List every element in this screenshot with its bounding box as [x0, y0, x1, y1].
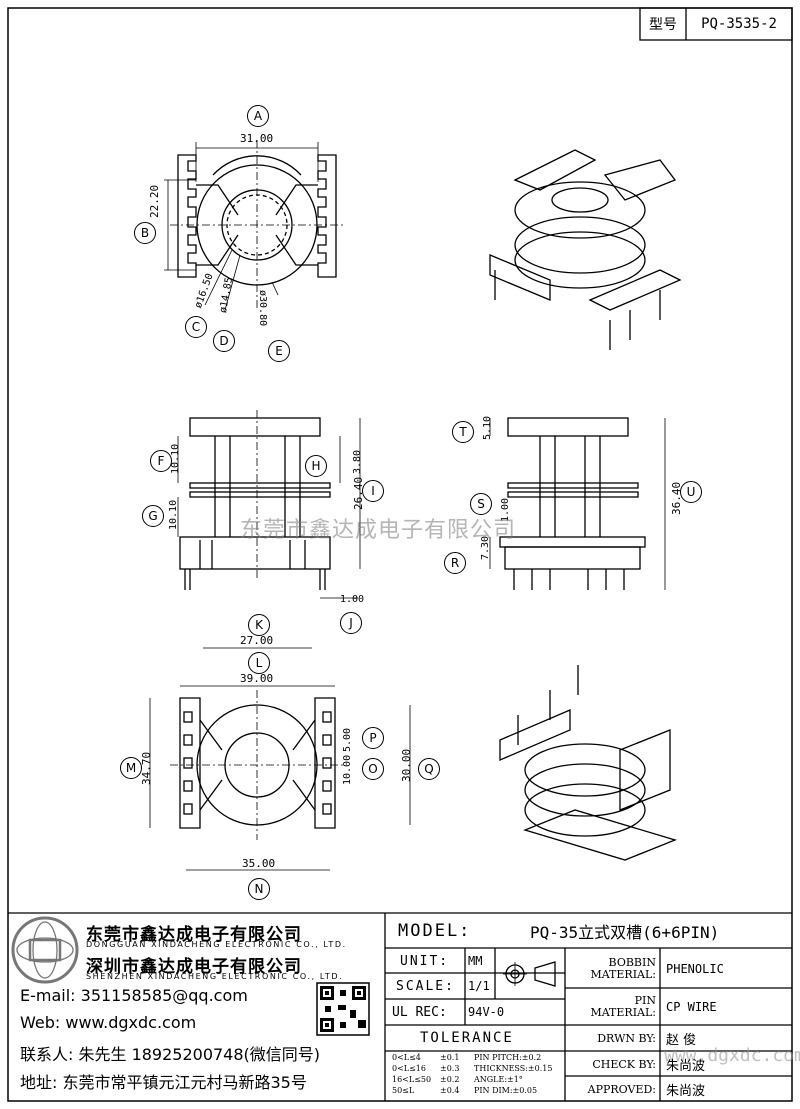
tol-val-4: ±0.4 [440, 1086, 460, 1095]
callout-r: R [444, 552, 466, 574]
ulrec-value: 94V-0 [468, 1005, 505, 1019]
dim-b: 22.20 [148, 184, 161, 218]
callout-s: S [470, 493, 492, 515]
tol-range-4: 50≤L [392, 1086, 415, 1095]
iso-view-top [489, 149, 682, 350]
callout-c: C [185, 316, 207, 338]
drwn-by-value: 赵 俊 [666, 1032, 697, 1048]
callout-i: I [362, 480, 384, 502]
approved-label: APPROVED: [587, 1082, 656, 1096]
title-block-grid [8, 912, 792, 1101]
drwn-by-label: DRWN BY: [597, 1031, 656, 1045]
model-value: PQ-35立式双槽(6+6PIN) [530, 923, 720, 942]
dim-q: 30.00 [400, 748, 413, 782]
callout-k: K [248, 614, 270, 636]
side-view [489, 417, 666, 590]
bobbin-material-value: PHENOLIC [666, 962, 724, 976]
callout-o: O [362, 758, 384, 780]
tol-range-2: 0<L≤16 [392, 1064, 426, 1073]
dim-o: 10.00 [342, 754, 353, 785]
tol-val-2: ±0.3 [440, 1064, 460, 1073]
callout-t: T [452, 421, 474, 443]
callout-a: A [247, 105, 269, 127]
callout-u: U [680, 481, 702, 503]
unit-value: MM [468, 954, 483, 968]
model-number-label: 型号 [649, 17, 677, 33]
callout-l: L [248, 652, 270, 674]
dim-t: 5.10 [482, 415, 493, 440]
ulrec-label: UL REC: [392, 1004, 447, 1020]
pin-material-value: CP WIRE [666, 999, 717, 1014]
unit-label: UNIT: [400, 953, 450, 969]
tolerance-label: TOLERANCE [420, 1030, 514, 1046]
callout-d: D [213, 330, 235, 352]
tol-item-2: THICKNESS:±0.15 [474, 1064, 553, 1073]
dim-j: 1.00 [340, 594, 365, 605]
model-label: MODEL: [398, 921, 472, 941]
company-logo [11, 916, 79, 984]
scale-label: SCALE: [396, 978, 455, 994]
model-number-value: PQ-3535-2 [701, 16, 777, 32]
dim-p: 5.00 [342, 727, 353, 752]
tol-item-3: ANGLE:±1° [474, 1075, 523, 1084]
check-by-value: 朱尚波 [666, 1058, 706, 1074]
company-email: E-mail: 351158585@qq.com [20, 986, 248, 1005]
dim-l: 39.00 [240, 672, 274, 685]
top-view [164, 140, 345, 311]
dim-h: 3.80 [352, 449, 363, 474]
bottom-view [149, 647, 411, 871]
company-contact: 联系人: 朱先生 18925200748(微信同号) [20, 1045, 321, 1064]
tol-val-3: ±0.2 [440, 1075, 460, 1084]
company-name-dg: 东莞市鑫达成电子有限公司 [86, 925, 302, 945]
callout-g: G [142, 505, 164, 527]
check-by-label: CHECK BY: [592, 1057, 656, 1071]
approved-value: 朱尚波 [666, 1083, 706, 1099]
tol-val-1: ±0.1 [440, 1053, 460, 1062]
callout-q: Q [418, 758, 440, 780]
bobbin-material-label: BOBBIN MATERIAL: [590, 956, 656, 981]
iso-view-bottom [499, 665, 677, 861]
callout-b: B [134, 222, 156, 244]
dim-a: 31.00 [240, 132, 274, 145]
watermark-company: 东莞市鑫达成电子有限公司 [240, 518, 517, 543]
company-name-dg-en: DONGGUAN XINDACHENG ELECTRONIC CO., LTD. [86, 940, 347, 949]
tol-range-1: 0<L≤4 [392, 1053, 421, 1062]
company-web: Web: www.dgxdc.com [20, 1013, 197, 1032]
tol-item-4: PIN DIM:±0.05 [474, 1086, 538, 1095]
dim-g: 10.10 [168, 499, 179, 530]
callout-m: M [120, 757, 142, 779]
callout-p: P [362, 727, 384, 749]
callout-j: J [340, 612, 362, 634]
pin-material-label: PIN MATERIAL: [590, 994, 656, 1019]
tol-item-1: PIN PITCH:±0.2 [474, 1053, 542, 1062]
dim-e: ø30.80 [257, 290, 268, 327]
callout-h: H [305, 455, 327, 477]
watermark-site: www.dgxdc.com [664, 1045, 800, 1066]
callout-e: E [268, 340, 290, 362]
tol-range-3: 16<L≤50 [392, 1075, 432, 1084]
callout-n: N [248, 878, 270, 900]
company-name-sz: 深圳市鑫达成电子有限公司 [86, 957, 302, 977]
scale-value: 1/1 [468, 979, 490, 993]
dim-k: 27.00 [240, 634, 274, 647]
dim-n: 35.00 [242, 857, 276, 870]
callout-f: F [150, 450, 172, 472]
company-address: 地址: 东莞市常平镇元江元村马新路35号 [20, 1073, 307, 1092]
front-view [177, 410, 361, 599]
company-name-sz-en: SHENZHEN XINDACHENG ELECTRONIC CO., LTD. [86, 972, 344, 981]
